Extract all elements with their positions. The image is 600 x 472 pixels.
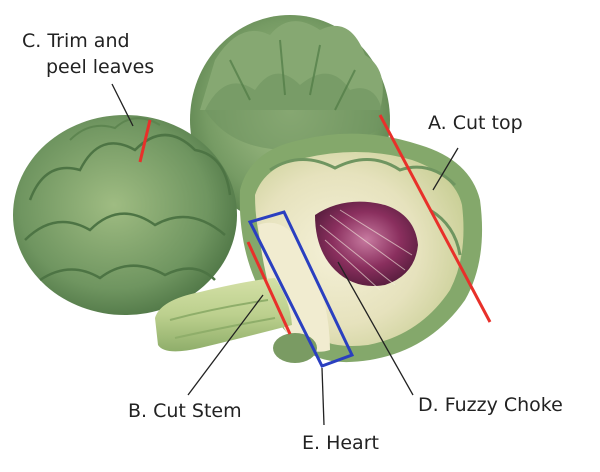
back-artichoke (190, 15, 390, 225)
cut-top-line (378, 114, 492, 323)
label-heart: E. Heart (302, 430, 379, 456)
label-fuzzy-choke-text: D. Fuzzy Choke (418, 394, 563, 416)
label-cut-stem: B. Cut Stem (128, 398, 242, 424)
label-trim-peel: C. Trim and peel leaves (22, 28, 154, 80)
whole-artichoke (13, 115, 237, 315)
cut-stem-line (246, 241, 292, 335)
cut-top-leader (432, 147, 459, 191)
heart-box (247, 210, 355, 368)
label-cut-stem-text: B. Cut Stem (128, 400, 242, 422)
heart-leader (321, 367, 325, 426)
label-cut-top: A. Cut top (428, 110, 523, 136)
label-trim-line2: peel leaves (46, 56, 155, 78)
label-heart-text: E. Heart (302, 432, 379, 454)
annotations (111, 83, 492, 426)
label-trim-line1: C. Trim and (22, 30, 130, 52)
trim-leaves-mark (138, 119, 152, 163)
cut-stem-leader (187, 294, 264, 396)
label-cut-top-text: A. Cut top (428, 112, 523, 134)
trim-leaves-leader (111, 83, 134, 127)
fuzzy-choke-leader (337, 261, 414, 396)
label-fuzzy-choke: D. Fuzzy Choke (418, 392, 563, 418)
